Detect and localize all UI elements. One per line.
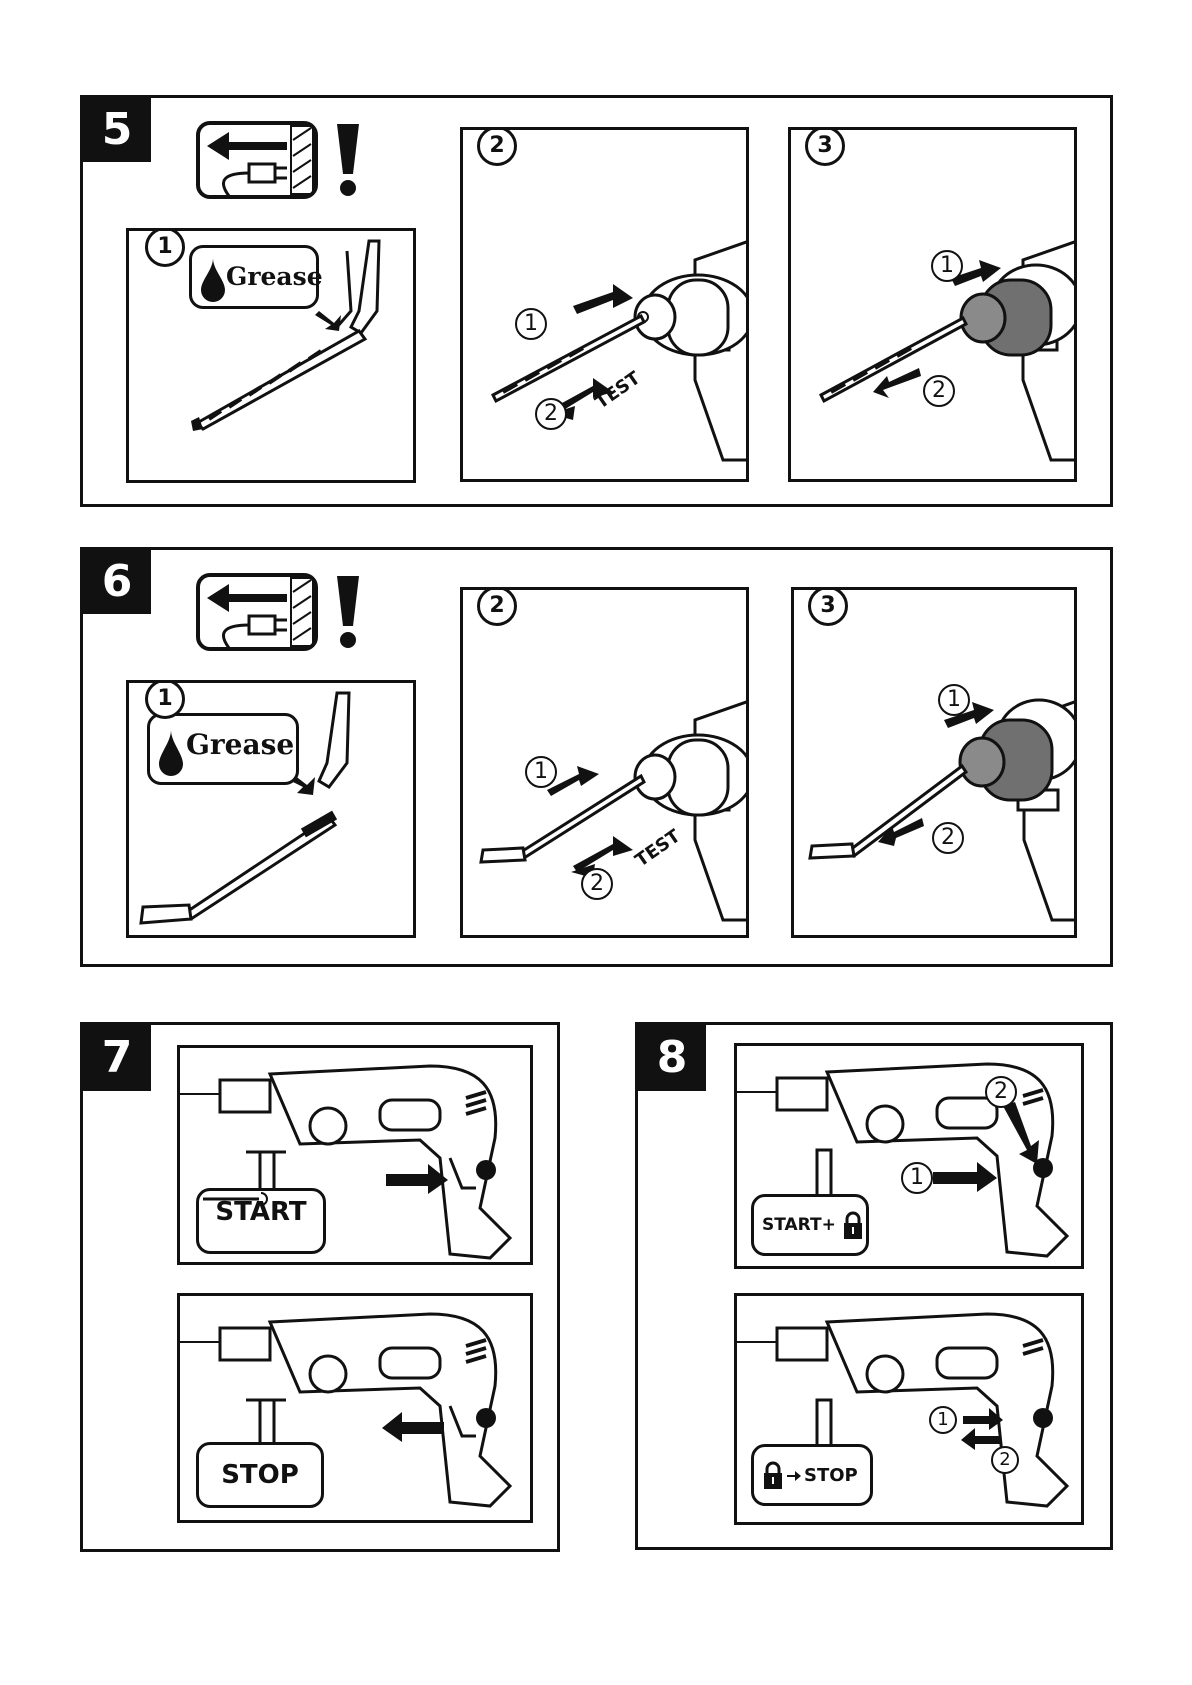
step-indicator-2: 2 xyxy=(932,822,964,854)
start-lock-label: START+ xyxy=(751,1194,869,1256)
step-number-3: 3 xyxy=(805,127,845,166)
step-indicator-1: 1 xyxy=(901,1162,933,1194)
start-lock-panel: 1 2 START+ xyxy=(734,1043,1084,1269)
grease-text: Grease xyxy=(226,262,323,291)
lock-stop-panel: 1 2 STOP xyxy=(734,1293,1084,1525)
exclamation-icon xyxy=(333,572,363,652)
step-indicator-2: 2 xyxy=(991,1446,1019,1474)
step-indicator-1: 1 xyxy=(929,1406,957,1434)
section-5: 5 xyxy=(80,95,1113,507)
exclamation-icon xyxy=(333,120,363,200)
step-indicator-1: 1 xyxy=(525,756,557,788)
arrow-icon xyxy=(786,1469,802,1483)
insert-bit-illustration xyxy=(463,130,749,482)
lock-stop-label: STOP xyxy=(751,1444,873,1506)
unplug-warning xyxy=(195,572,365,652)
step-3-panel: 1 2 3 xyxy=(791,587,1077,938)
step-indicator-2: 2 xyxy=(581,868,613,900)
lock-bit-illustration xyxy=(791,130,1077,482)
step-3-panel: 1 2 3 xyxy=(788,127,1077,482)
lock-icon xyxy=(842,1211,864,1241)
step-2-panel: 1 2 TEST 2 xyxy=(460,127,749,482)
step-number-2: 2 xyxy=(477,587,517,626)
step-number-2: 2 xyxy=(477,127,517,166)
step-1-panel: Grease 1 xyxy=(126,680,416,938)
lock-icon xyxy=(762,1461,784,1491)
step-number-1: 1 xyxy=(145,680,185,719)
section-number: 6 xyxy=(83,550,151,614)
stop-text: STOP xyxy=(221,1460,299,1490)
drill-rotation-icon xyxy=(199,1191,279,1207)
stop-panel: STOP xyxy=(177,1293,533,1523)
step-number-1: 1 xyxy=(145,228,185,267)
grease-label: Grease xyxy=(189,245,319,309)
lock-stop-text: STOP xyxy=(804,1465,858,1486)
step-indicator-1: 1 xyxy=(938,684,970,716)
start-label: START xyxy=(196,1188,326,1254)
step-indicator-2: 2 xyxy=(985,1076,1017,1108)
section-8: 8 1 2 START+ xyxy=(635,1022,1113,1550)
start-lock-text: START+ xyxy=(762,1215,836,1235)
section-7: 7 START xyxy=(80,1022,560,1552)
step-number-3: 3 xyxy=(808,587,848,626)
step-1-panel: Grease 1 xyxy=(126,228,416,483)
lock-chisel-illustration xyxy=(794,590,1077,938)
drop-icon xyxy=(156,728,186,778)
stop-label: STOP xyxy=(196,1442,324,1508)
step-indicator-1: 1 xyxy=(515,308,547,340)
drop-icon xyxy=(198,256,228,302)
step-2-panel: 1 2 TEST 2 xyxy=(460,587,749,938)
section-number: 7 xyxy=(83,1025,151,1091)
grease-label: Grease xyxy=(147,713,299,785)
start-panel: START xyxy=(177,1045,533,1265)
section-6: 6 xyxy=(80,547,1113,967)
step-indicator-2: 2 xyxy=(923,375,955,407)
step-indicator-2: 2 xyxy=(535,398,567,430)
section-number: 8 xyxy=(638,1025,706,1091)
unplug-warning xyxy=(195,120,365,200)
section-number: 5 xyxy=(83,98,151,162)
step-indicator-1: 1 xyxy=(931,250,963,282)
grease-text: Grease xyxy=(186,728,294,761)
